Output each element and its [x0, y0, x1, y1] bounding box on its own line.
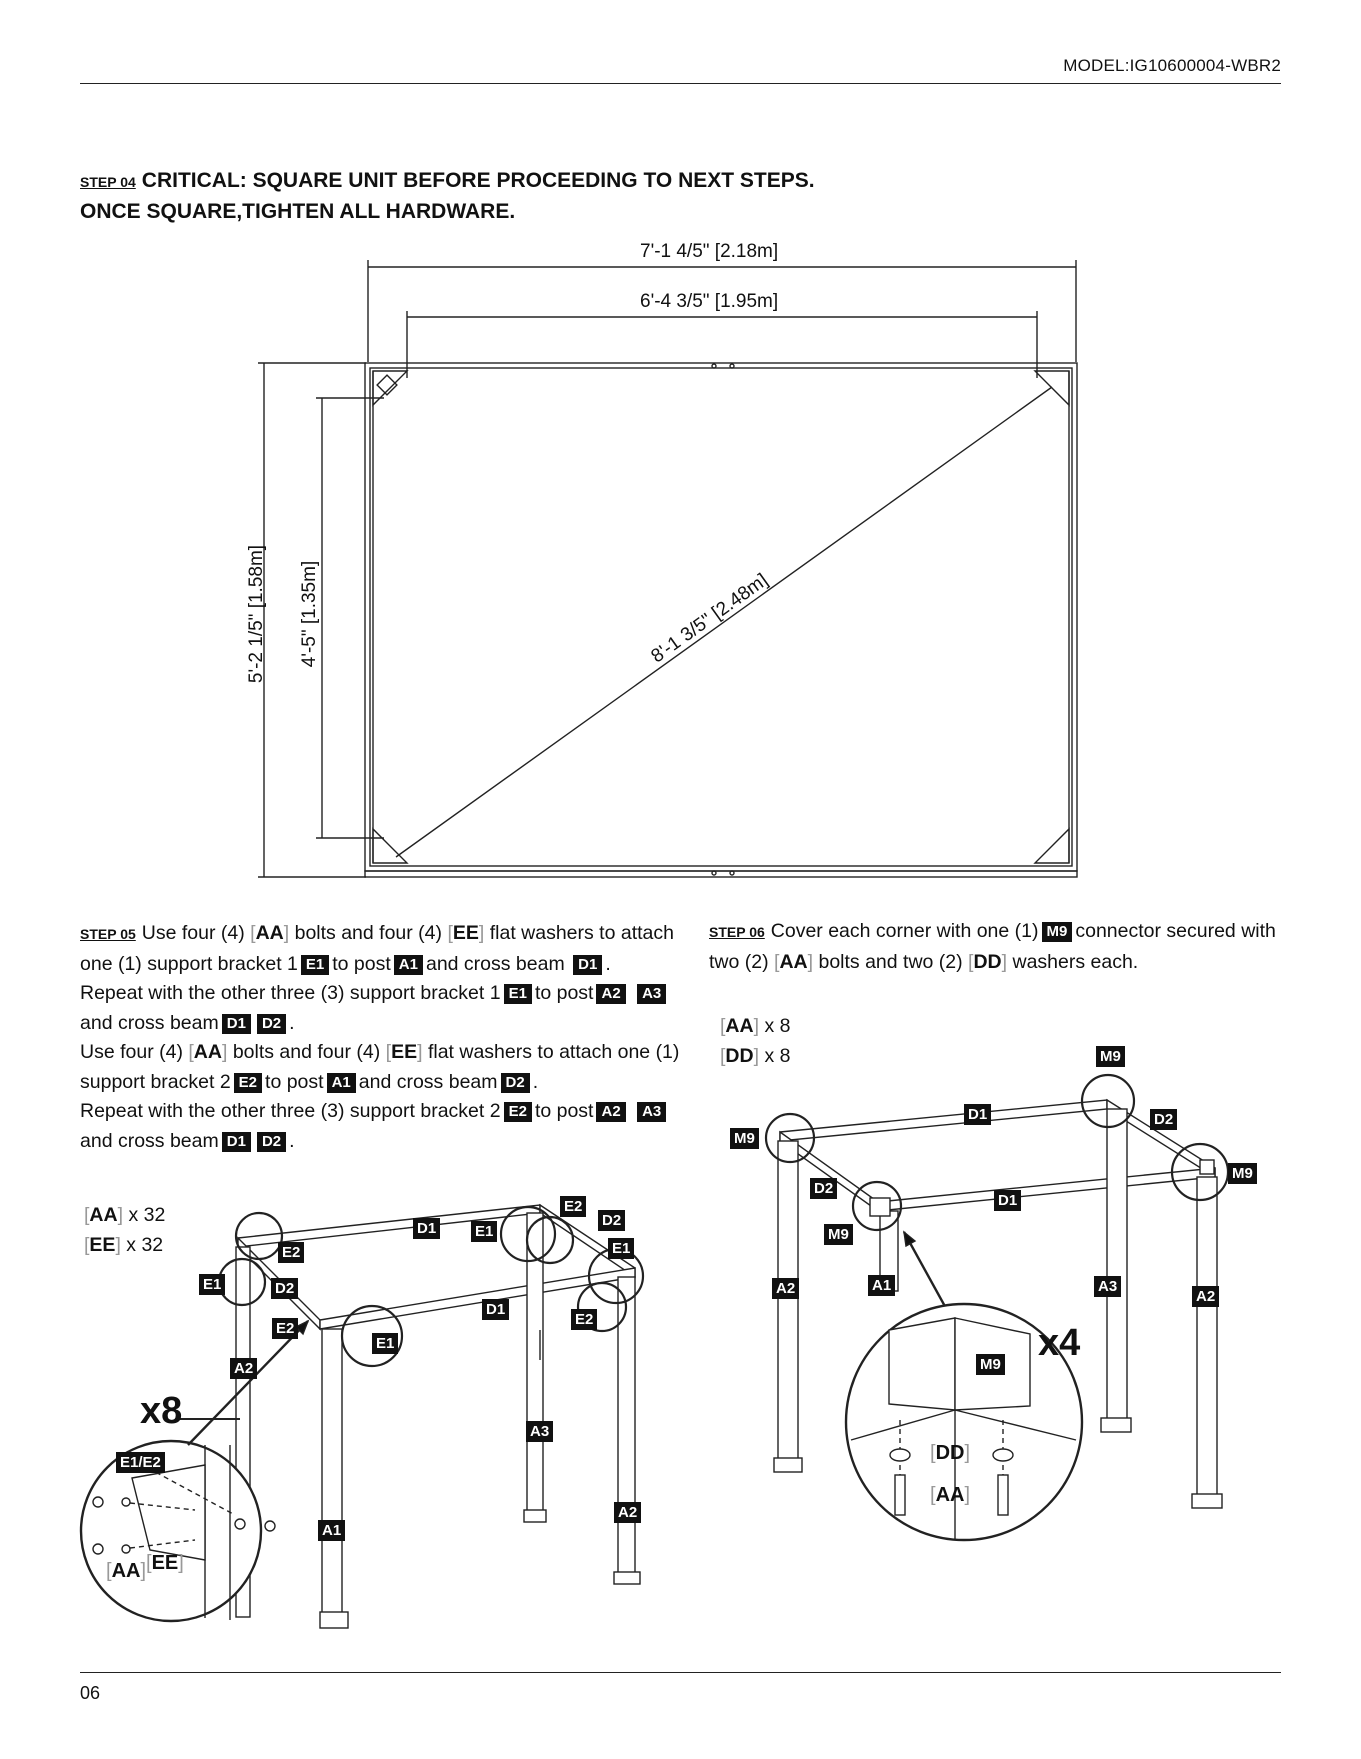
zoom-label-aa: [AA] [106, 1560, 147, 1582]
label-a1: A1 [868, 1275, 896, 1296]
step04-title: STEP 04 CRITICAL: SQUARE UNIT BEFORE PROC… [80, 166, 815, 226]
qty-aa: [AA] x 8 [720, 1015, 791, 1037]
label-d2: D2 [271, 1278, 299, 1299]
label-e1: E1 [199, 1274, 226, 1295]
label-e2: E2 [278, 1242, 305, 1263]
label-a2: A2 [772, 1278, 800, 1299]
footer-rule [80, 1672, 1281, 1673]
step05-quantities: [AA] x 32 [EE] x 32 [84, 1200, 165, 1260]
label-e1: E1 [372, 1333, 399, 1354]
label-d1: D1 [964, 1104, 992, 1125]
label-a3: A3 [526, 1421, 554, 1442]
label-m9: M9 [1228, 1163, 1257, 1184]
part-tag-e1: E1 [300, 954, 330, 975]
step04-line1: CRITICAL: SQUARE UNIT BEFORE PROCEEDING … [141, 169, 815, 192]
label-d1: D1 [413, 1218, 441, 1239]
zoom-label-dd: [DD] [930, 1442, 971, 1464]
zoom-label-e1e2: E1/E2 [116, 1452, 165, 1473]
label-e1: E1 [471, 1221, 498, 1242]
label-m9: M9 [1096, 1046, 1125, 1067]
label-e2: E2 [571, 1309, 598, 1330]
model-number: MODEL:IG10600004-WBR2 [1063, 56, 1281, 75]
step05-multiplier: x8 [140, 1390, 183, 1432]
label-e1: E1 [608, 1238, 635, 1259]
header-rule [80, 83, 1281, 84]
label-e2: E2 [560, 1196, 587, 1217]
part-tag-d1: D1 [573, 954, 603, 975]
qty-dd: [DD] x 8 [720, 1045, 791, 1067]
label-m9: M9 [824, 1224, 853, 1245]
label-d2: D2 [1150, 1109, 1178, 1130]
step06-label: STEP 06 [709, 924, 765, 940]
label-m9: M9 [730, 1128, 759, 1149]
zoom-label-m9: M9 [976, 1354, 1005, 1375]
step04-line2: ONCE SQUARE,TIGHTEN ALL HARDWARE. [80, 200, 516, 223]
label-a1: A1 [318, 1520, 346, 1541]
qty-ee: [EE] x 32 [84, 1234, 164, 1256]
label-e2: E2 [272, 1318, 299, 1339]
label-a2: A2 [230, 1358, 258, 1379]
qty-aa: [AA] x 32 [84, 1204, 166, 1226]
step05-label: STEP 05 [80, 926, 136, 942]
label-d1: D1 [994, 1190, 1022, 1211]
part-tag-m9: M9 [1041, 922, 1073, 942]
label-a3: A3 [1094, 1276, 1122, 1297]
dim-inner-width: 6'-4 3/5" [1.95m] [640, 291, 779, 312]
dim-outer-width: 7'-1 4/5" [2.18m] [640, 241, 779, 262]
zoom-label-ee: [EE] [146, 1552, 184, 1574]
label-d1: D1 [482, 1299, 510, 1320]
label-d2: D2 [810, 1178, 838, 1199]
page-number: 06 [80, 1683, 101, 1703]
part-tag-a1: A1 [393, 954, 423, 975]
label-d2: D2 [598, 1210, 626, 1231]
step04-label: STEP 04 [80, 174, 136, 190]
zoom-label-aa: [AA] [930, 1484, 971, 1506]
label-a2: A2 [1192, 1286, 1220, 1307]
square-frame-diagram [258, 260, 1078, 878]
label-a2: A2 [614, 1502, 642, 1523]
step06-quantities: [AA] x 8 [DD] x 8 [720, 1011, 790, 1071]
step06-multiplier: x4 [1038, 1322, 1081, 1364]
